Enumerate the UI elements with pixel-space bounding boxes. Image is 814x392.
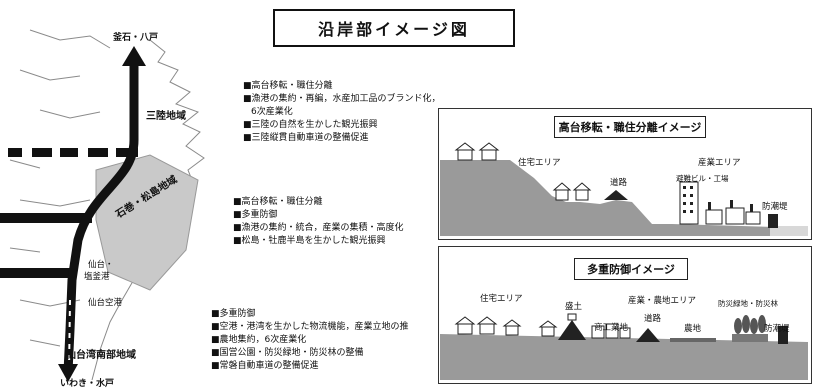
boundary-bar-2 [0,268,72,278]
boundary-dashed [8,148,138,157]
bullet-item: ■常磐自動車道の整備促進 [211,361,319,371]
label-residential: 住宅エリア [518,158,561,168]
bullet-item: ■多重防御 [233,210,278,220]
boundary-bar-1 [0,213,92,223]
route-line [63,62,139,373]
label-seawall: 防潮堤 [762,202,788,212]
bullet-group-1: ■高台移転・職住分離 ■漁港の集約・再編，水産加工品のブランド化， 6次産業化 … [233,80,441,145]
north-arrow-icon [122,46,146,66]
label-industrial: 産業エリア [698,158,741,168]
bullet-item: ■多重防御 [211,309,256,319]
coastal-map [0,29,205,382]
label-farmland: 農地 [684,324,702,334]
region-sendaiwan-label: 仙台湾南部地域 [66,350,136,361]
place-shiogama-label: 塩釜港 [84,272,110,282]
bullet-item: ■国営公園・防災緑地・防災林の整備 [211,348,364,358]
label-industry-farm: 産業・農地エリア [628,296,697,306]
relocation-illustration [440,142,808,236]
label-disaster-forest: 防災緑地・防災林 [718,299,778,308]
bullet-group-3: ■多重防御 ■空港・港湾を生かした物流機能，産業立地の推 ■農地集約，6次産業化… [201,308,409,373]
north-label: 釜石・八戸 [113,33,159,43]
label-residential-2: 住宅エリア [480,294,523,304]
bullet-item: ■漁港の集約・統合，産業の集積・高度化 [233,223,404,233]
panel-relocation-title: 高台移転・職住分離イメージ [554,116,706,138]
page-title: 沿岸部イメージ図 [273,9,515,47]
label-seawall-2: 防潮堤 [764,324,790,334]
bullet-item: ■高台移転・職住分離 [243,81,333,91]
defense-illustration [440,313,808,380]
bullet-item: ■農地集約，6次産業化 [211,335,307,345]
label-commercial: 商工業地 [594,323,629,333]
label-embankment: 盛土 [565,302,583,312]
bullet-item: 6次産業化 [251,107,293,117]
south-label: いわき・水戸 [60,379,115,389]
place-airport-label: 仙台空港 [88,298,123,308]
label-road-2: 道路 [644,314,662,324]
south-arrow-icon [58,364,78,382]
bullet-item: ■高台移転・職住分離 [233,197,323,207]
label-evac-building: 避難ビル・工場 [676,174,729,183]
bullet-item: ■三陸の自然を生かした観光振興 [243,120,378,130]
panel-defense-title: 多重防御イメージ [574,258,688,280]
label-road: 道路 [610,178,628,188]
ishinomaki-region [95,154,199,291]
region-sanriku-label: 三陸地域 [146,111,186,122]
bullet-group-2: ■高台移転・職住分離 ■多重防御 ■漁港の集約・統合，産業の集積・高度化 ■松島… [223,196,404,248]
place-sendai-label: 仙台・ [88,260,114,270]
bullet-item: ■空港・港湾を生かした物流機能，産業立地の推 [211,322,409,332]
bullet-item: ■三陸縦貫自動車道の整備促進 [243,133,369,143]
bullet-item: ■漁港の集約・再編，水産加工品のブランド化， [243,94,441,104]
bullet-item: ■松島・牡鹿半島を生かした観光振興 [233,236,386,246]
